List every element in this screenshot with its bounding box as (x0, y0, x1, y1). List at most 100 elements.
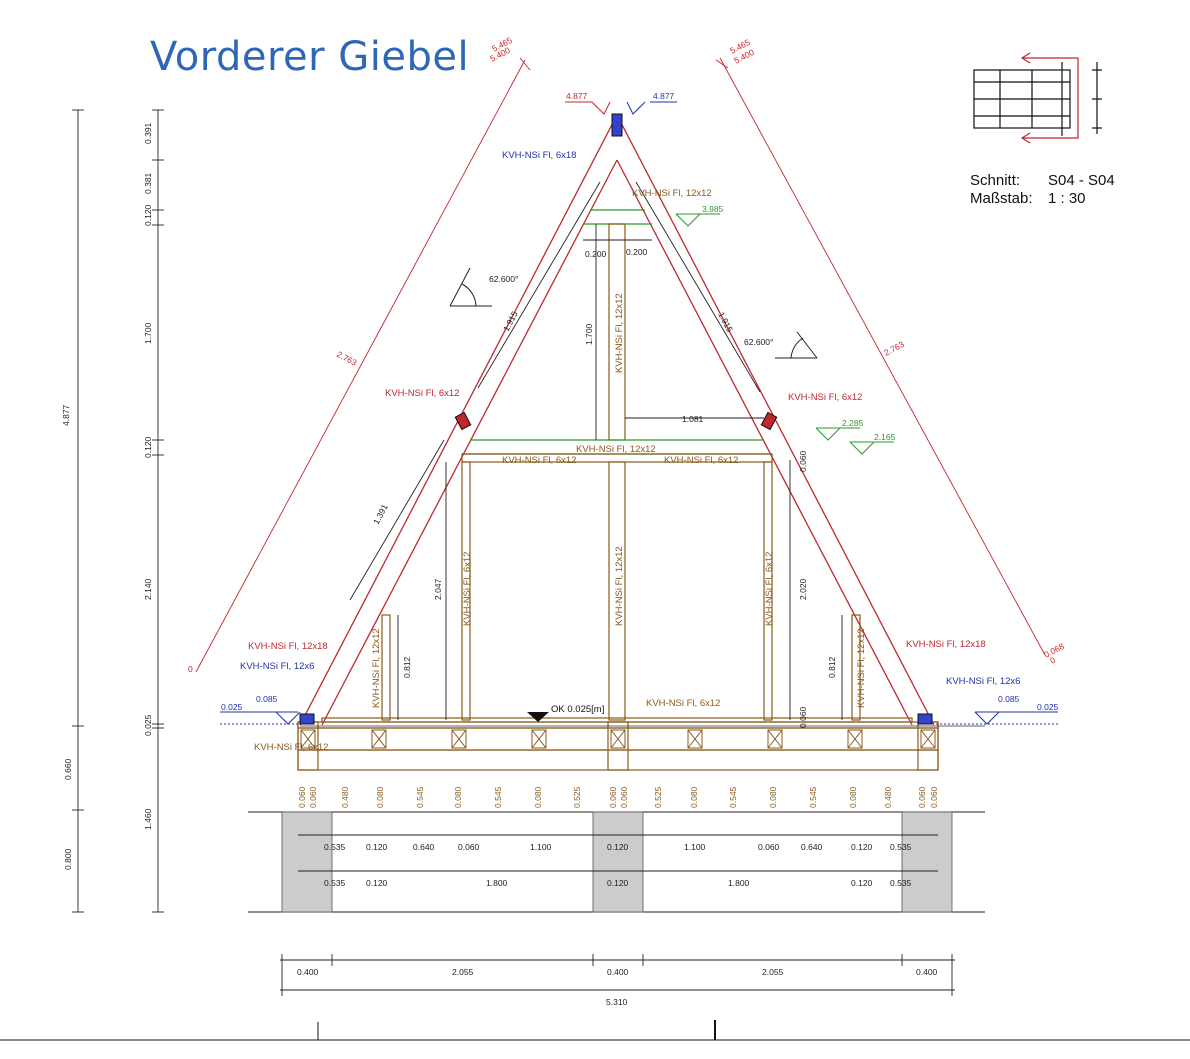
dim-wall-height-left: 2.047 (433, 578, 443, 600)
bottom-dimension-lines (280, 834, 955, 996)
label-stud-left: KVH-NSi Fl, 6x12 (462, 552, 473, 626)
label-sill-center: KVH-NSi Fl, 6x12 (646, 698, 720, 709)
massstab-row: Maßstab: 1 : 30 (970, 190, 1115, 208)
dim-angle-right: 62.600° (744, 337, 773, 347)
schnitt-value: S04 - S04 (1048, 172, 1115, 189)
dim-row2-8: 0.640 (801, 842, 823, 852)
dim-bottom-total: 5.310 (606, 997, 628, 1007)
angle-symbols (449, 267, 818, 359)
dim-vert-1-460: 1.460 (143, 808, 153, 830)
massstab-value: 1 : 30 (1048, 190, 1086, 207)
dim-row1-6: 0.545 (493, 786, 503, 808)
level-base-left-1: 0.025 (221, 702, 243, 712)
dim-row2-1: 0.120 (366, 842, 388, 852)
schnitt-row: Schnitt: S04 - S04 (970, 172, 1115, 190)
dim-row4-0: 0.400 (297, 967, 319, 977)
dim-row1-10: 0.060 (619, 786, 629, 808)
dim-row2-10: 0.535 (890, 842, 912, 852)
dim-vert-1-700: 1.700 (143, 322, 153, 344)
dim-vert-0-120a: 0.120 (143, 204, 153, 226)
purlin-right (760, 411, 778, 431)
page-title: Vorderer Giebel (150, 34, 470, 80)
dim-vert-2-140: 2.140 (143, 578, 153, 600)
dim-row1-5: 0.080 (453, 786, 463, 808)
dim-row2-2: 0.640 (413, 842, 435, 852)
joist-hangers (300, 729, 936, 749)
dim-gap-right-bottom: 0.060 (798, 706, 808, 728)
dim-vert-0-660: 0.660 (63, 758, 73, 780)
dim-king-post-height: 1.700 (584, 323, 594, 345)
dim-row1-4: 0.545 (415, 786, 425, 808)
dimension-row-joists: 0.535 0.120 0.640 0.060 1.100 0.120 1.100 0.060… (324, 842, 912, 852)
label-plate-left: KVH-NSi Fl, 12x6 (240, 661, 314, 672)
dim-rafter-zero-left: 0 (188, 664, 193, 674)
dim-short-left: 0.812 (402, 656, 412, 678)
dim-row2-7: 0.060 (758, 842, 780, 852)
dim-row3-1: 0.120 (366, 878, 388, 888)
schnitt-label: Schnitt: (970, 172, 1021, 189)
dim-row1-11: 0.525 (653, 786, 663, 808)
dim-row1-14: 0.080 (768, 786, 778, 808)
dim-rafter-mid-right: 2.763 (882, 339, 906, 358)
dim-row1-8: 0.525 (572, 786, 582, 808)
dim-row1-17: 0.480 (883, 786, 893, 808)
dim-row4-4: 0.400 (916, 967, 938, 977)
rafter-dimension-lines (195, 57, 1046, 673)
dim-rafter-zero-right: 0 (1048, 655, 1057, 666)
label-ridge: KVH-NSi Fl, 6x18 (502, 150, 576, 161)
section-arrow-icon (1020, 52, 1079, 144)
dim-short-right: 0.812 (827, 656, 837, 678)
label-short-stud-right: KVH-NSi Fl, 12x12 (856, 628, 867, 708)
dim-row3-3: 0.120 (607, 878, 629, 888)
rafters (299, 114, 935, 726)
dim-row4-1: 2.055 (452, 967, 474, 977)
dim-row2-4: 1.100 (530, 842, 552, 852)
dim-row1-15: 0.545 (808, 786, 818, 808)
dim-row3-0: 0.535 (324, 878, 346, 888)
dim-row1-2: 0.480 (340, 786, 350, 808)
dim-row1-7: 0.080 (533, 786, 543, 808)
label-stud-right: KVH-NSi Fl, 6x12 (764, 552, 775, 626)
dim-vert-total: 4.877 (61, 404, 71, 426)
massstab-label: Maßstab: (970, 190, 1033, 207)
vertical-dimension-lines (72, 109, 164, 913)
section-info: Schnitt: S04 - S04 Maßstab: 1 : 30 (970, 172, 1115, 208)
level-ridge-left: 4.877 (566, 91, 588, 101)
dim-row1-9: 0.060 (608, 786, 618, 808)
dim-slope-upper-left: 1.915 (501, 309, 520, 333)
level-purlin-1: 2.285 (842, 418, 864, 428)
level-purlin-2: 2.165 (874, 432, 896, 442)
dim-row3-4: 1.800 (728, 878, 750, 888)
level-base-left-2: 0.085 (256, 694, 278, 704)
ok-level-marker (527, 712, 549, 722)
dim-gap-right-top: 0.060 (798, 450, 808, 472)
dim-row1-18: 0.060 (917, 786, 927, 808)
label-rafter-left: KVH-NSi Fl, 12x18 (248, 641, 328, 652)
dim-row2-3: 0.060 (458, 842, 480, 852)
dim-king-post-width-right: 0.200 (626, 247, 648, 257)
label-rafter-right: KVH-NSi Fl, 12x18 (906, 639, 986, 650)
dim-row1-0: 0.060 (297, 786, 307, 808)
dim-row2-6: 1.100 (684, 842, 706, 852)
level-collar: 3.985 (702, 204, 724, 214)
level-base-right-1: 0.085 (998, 694, 1020, 704)
dim-row2-5: 0.120 (607, 842, 629, 852)
label-stud-center: KVH-NSi Fl, 12x12 (614, 546, 625, 626)
dim-row3-2: 1.800 (486, 878, 508, 888)
label-king-post: KVH-NSi Fl, 12x12 (614, 293, 625, 373)
dim-vert-0-800: 0.800 (63, 848, 73, 870)
dim-row1-19: 0.060 (929, 786, 939, 808)
dim-row1-12: 0.080 (689, 786, 699, 808)
dim-row1-1: 0.060 (308, 786, 318, 808)
label-plate-right: KVH-NSi Fl, 12x6 (946, 676, 1020, 687)
dim-row4-2: 0.400 (607, 967, 629, 977)
dim-row2-0: 0.535 (324, 842, 346, 852)
dim-wall-height-right: 2.020 (798, 578, 808, 600)
label-purlin-left: KVH-NSi Fl, 6x12 (385, 388, 459, 399)
floor-beams (297, 721, 939, 771)
level-markers (220, 101, 1058, 725)
label-ok-level: OK 0.025[m] (551, 704, 604, 715)
